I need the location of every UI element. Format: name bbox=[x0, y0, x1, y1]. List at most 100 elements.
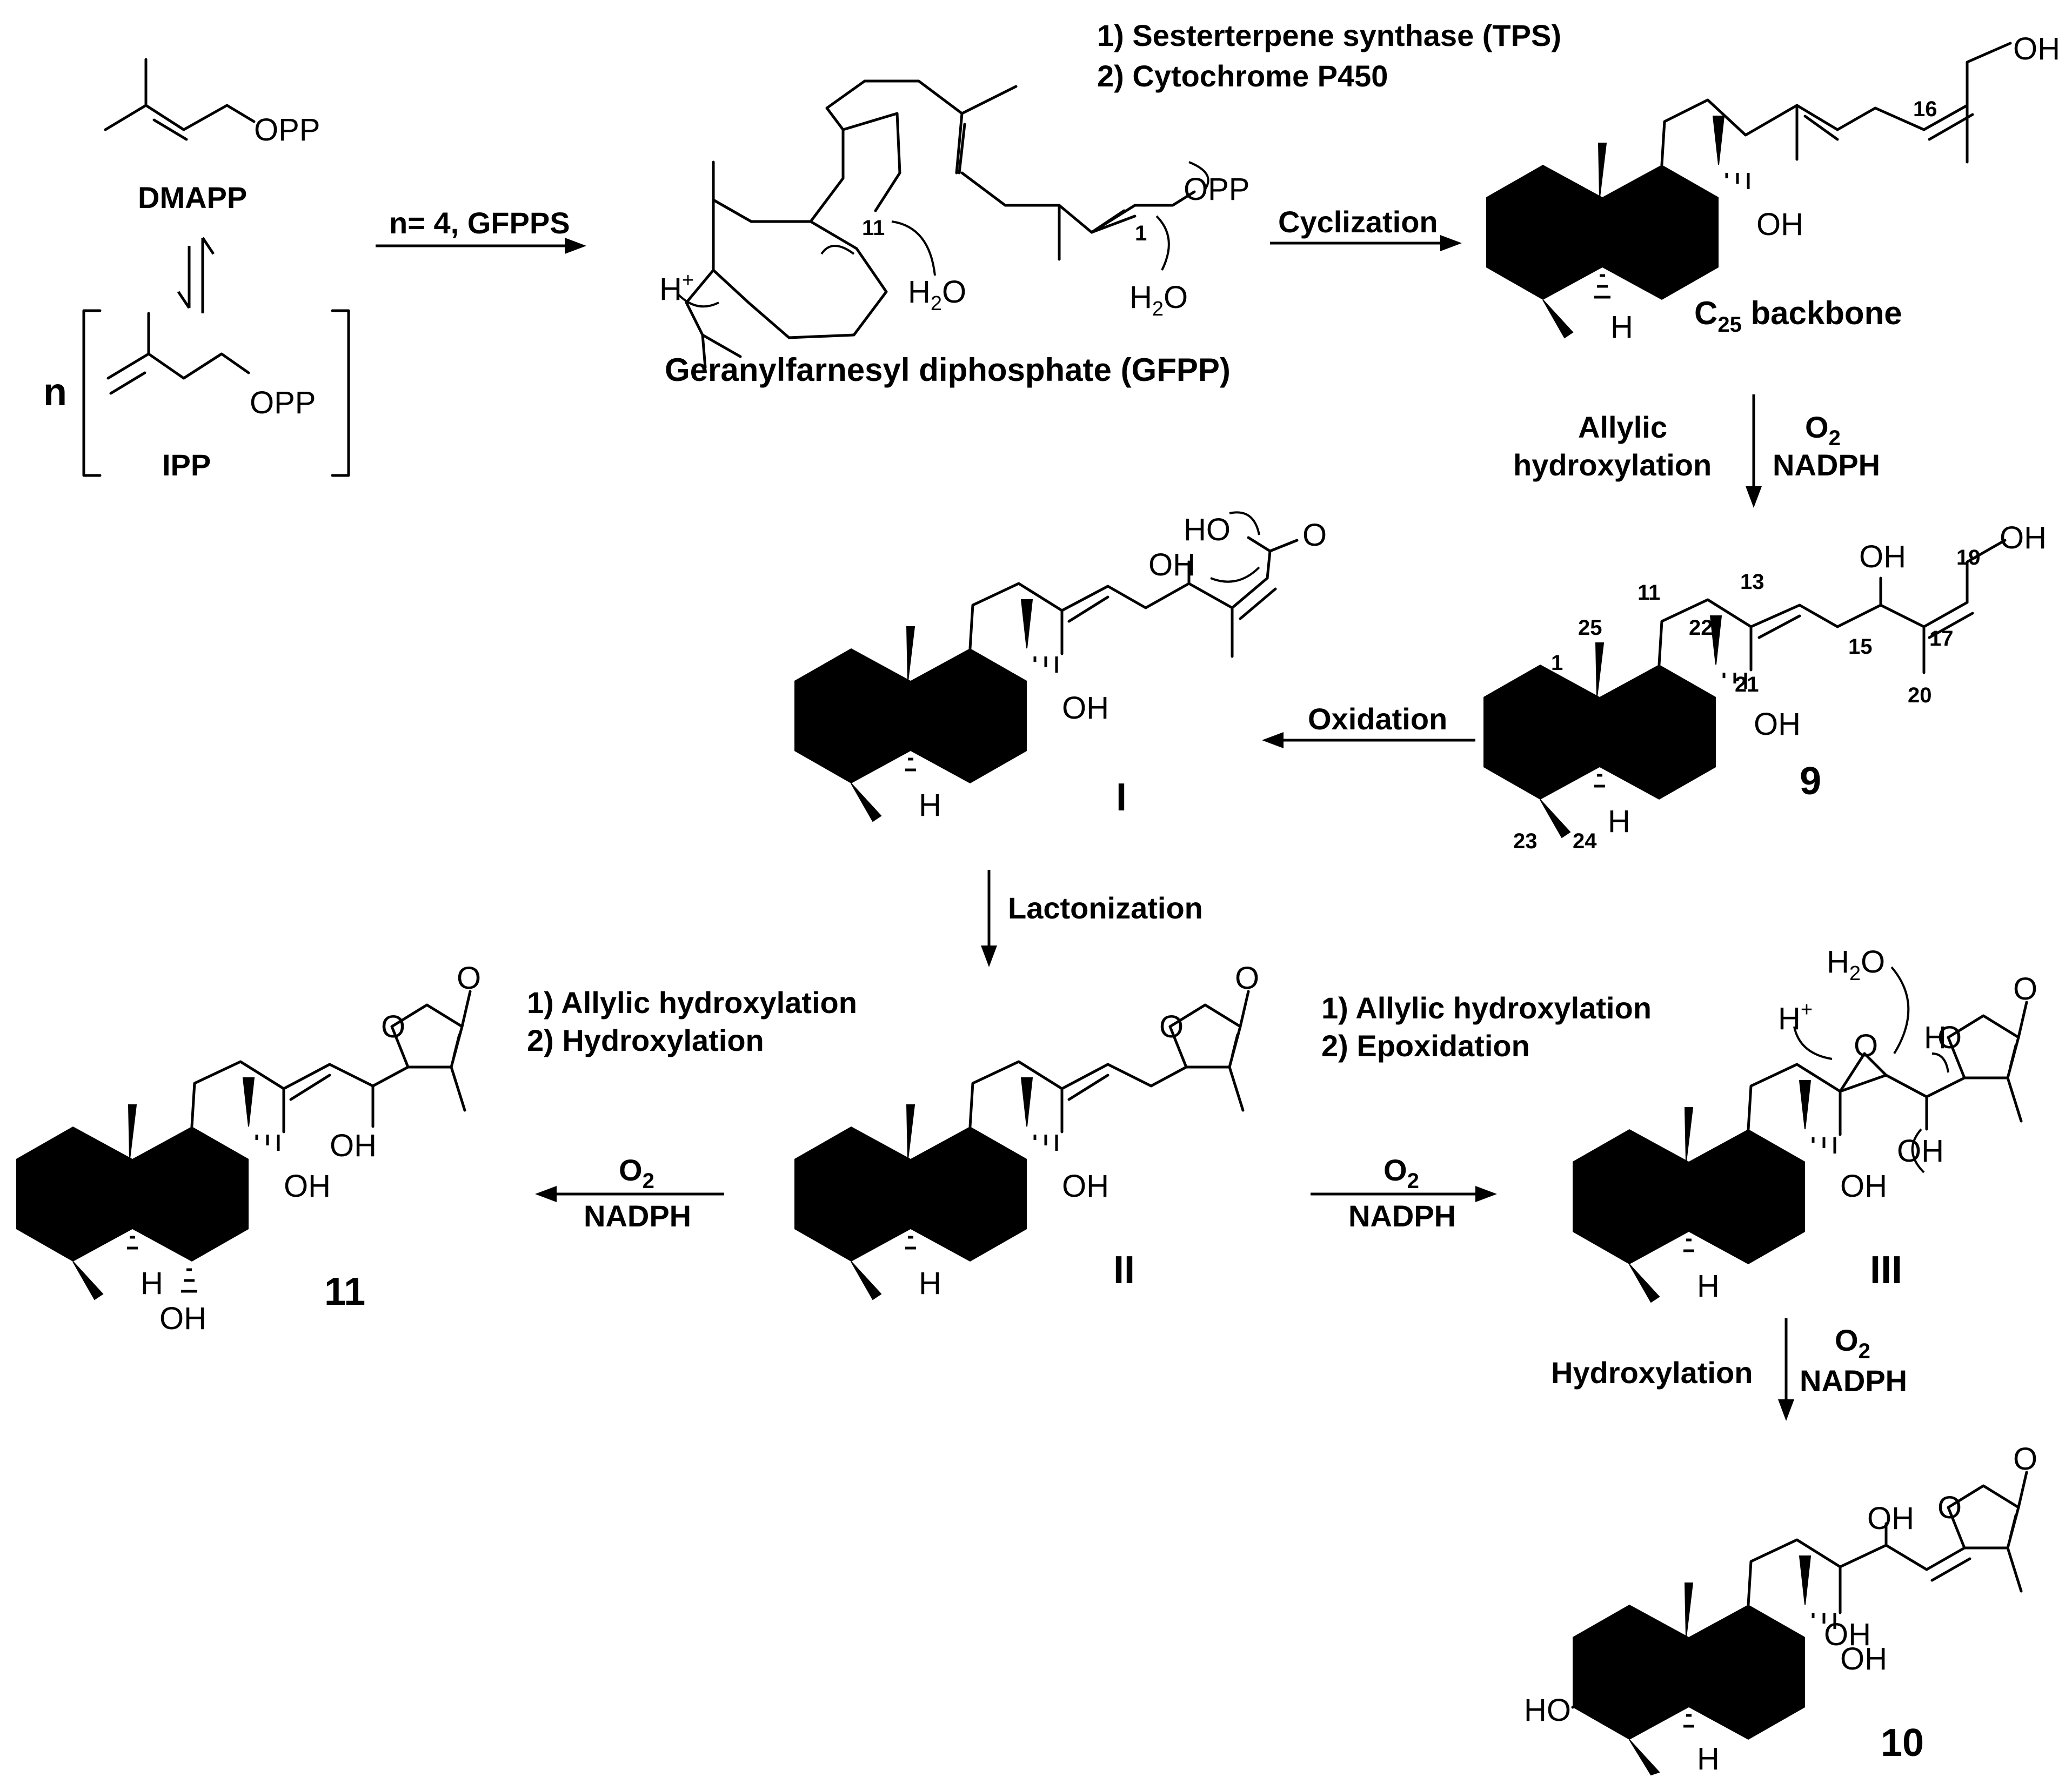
cIII-oh: OH bbox=[1840, 1169, 1887, 1204]
svg-text:10: 10 bbox=[1608, 694, 1632, 718]
ipp-n: n bbox=[43, 371, 67, 414]
c11-oh-side: OH bbox=[330, 1128, 377, 1163]
c11-o-ring: O bbox=[381, 1009, 405, 1044]
svg-text:24: 24 bbox=[1573, 829, 1597, 853]
step-allylic-a: Allylic bbox=[1578, 410, 1667, 444]
c25-stereo bbox=[1542, 116, 1725, 339]
cIII-oh-side: OH bbox=[1897, 1134, 1944, 1169]
c10-stereo bbox=[1629, 1555, 1812, 1776]
svg-text:5: 5 bbox=[1581, 729, 1593, 753]
cIII-structure bbox=[1573, 1001, 2028, 1297]
cIII-o-epox: O bbox=[1854, 1028, 1878, 1063]
c10-oh-top: OH bbox=[1867, 1501, 1914, 1536]
c11-stereo bbox=[72, 1077, 255, 1300]
c11-o-carb: O bbox=[457, 961, 481, 996]
step-oxidation: Oxidation bbox=[1308, 702, 1447, 736]
cII-label: II bbox=[1113, 1249, 1135, 1292]
arrow-cyclization bbox=[1270, 235, 1462, 251]
ipp-bracket bbox=[82, 309, 350, 477]
c25-oh-ring: OH bbox=[1756, 207, 1803, 242]
step-o2-1: O2 bbox=[1805, 410, 1841, 450]
gfpp-c1: 1 bbox=[1135, 222, 1147, 245]
step-o2-right: O2 bbox=[1383, 1153, 1419, 1193]
cI-oh: OH bbox=[1148, 547, 1195, 582]
step-right-2: 2) Epoxidation bbox=[1321, 1029, 1530, 1063]
cIII-hash bbox=[1683, 1137, 1836, 1252]
arrow-to-III bbox=[1311, 1186, 1497, 1202]
step-hydroxylation: Hydroxylation bbox=[1551, 1356, 1753, 1390]
c9-structure bbox=[1483, 539, 2007, 832]
step-left-1: 1) Allylic hydroxylation bbox=[527, 985, 857, 1020]
c25-c16: 16 bbox=[1913, 97, 1937, 121]
svg-text:20: 20 bbox=[1908, 683, 1932, 707]
arrow-oxidation bbox=[1262, 732, 1475, 748]
arrow-gfpps bbox=[376, 238, 586, 254]
gfpp-c11: 11 bbox=[862, 216, 885, 240]
svg-text:3: 3 bbox=[1519, 735, 1530, 759]
c9-label: 9 bbox=[1800, 760, 1821, 803]
gfpp-h2o-right: H2O bbox=[1129, 280, 1188, 320]
cIII-h-plus: H+ bbox=[1778, 998, 1813, 1036]
gfpp-h2o-left: H2O bbox=[908, 274, 966, 315]
cI-oh-ring: OH bbox=[1062, 690, 1109, 726]
c10-hash bbox=[1683, 1613, 1836, 1728]
gfpp-structure bbox=[685, 79, 1196, 369]
step-allylic-b: hydroxylation bbox=[1513, 448, 1712, 482]
cII-o-ring: O bbox=[1159, 1009, 1184, 1044]
cIII-curly-arrows bbox=[1793, 966, 1949, 1174]
svg-text:17: 17 bbox=[1929, 627, 1954, 651]
c10-ho: HO bbox=[1524, 1693, 1571, 1728]
c25-label: C25 backbone bbox=[1694, 295, 1902, 337]
cI-label: I bbox=[1116, 776, 1127, 819]
cIII-h-side: H bbox=[1924, 1020, 1947, 1055]
dmapp-structure bbox=[104, 58, 256, 141]
c9-oh-8: OH bbox=[1754, 707, 1801, 742]
arrow-allylic bbox=[1746, 394, 1762, 508]
arrow-lactonization bbox=[981, 870, 997, 967]
cII-o-carb: O bbox=[1235, 961, 1259, 996]
cI-ho: HO bbox=[1184, 512, 1231, 547]
c9-numbering: 1 3 5 6 8 10 11 13 15 17 19 20 21 22 23 … bbox=[1513, 546, 1981, 853]
cII-oh: OH bbox=[1062, 1169, 1109, 1204]
svg-text:22: 22 bbox=[1689, 616, 1713, 640]
cI-hash bbox=[905, 656, 1058, 772]
cI-stereo bbox=[851, 599, 1033, 822]
step-right-1: 1) Allylic hydroxylation bbox=[1321, 991, 1652, 1025]
svg-text:13: 13 bbox=[1740, 570, 1764, 594]
step-o2-left: O2 bbox=[619, 1153, 654, 1193]
c10-h: H bbox=[1697, 1741, 1720, 1776]
c11-hash bbox=[127, 1135, 280, 1293]
cI-h: H bbox=[919, 788, 941, 823]
step-nadph-left: NADPH bbox=[584, 1199, 691, 1233]
step-gfpps: n= 4, GFPPS bbox=[389, 206, 570, 240]
c25-structure bbox=[1486, 42, 2012, 332]
c11-oh-ring: OH bbox=[284, 1169, 331, 1204]
svg-text:8: 8 bbox=[1697, 697, 1709, 721]
c9-hash bbox=[1594, 673, 1747, 788]
dmapp-label: DMAPP bbox=[138, 180, 247, 214]
step-tps-1: 1) Sesterterpene synthase (TPS) bbox=[1097, 18, 1561, 52]
gfpp-opp: OPP bbox=[1184, 172, 1250, 207]
cIII-o-ring: O bbox=[1937, 1020, 1962, 1055]
c10-o-carb: O bbox=[2013, 1441, 2037, 1477]
c10-oh-mid: OH bbox=[1824, 1617, 1871, 1652]
arrow-hydroxylation bbox=[1778, 1318, 1794, 1421]
c9-oh-top: OH bbox=[1859, 539, 1906, 574]
cIII-label: III bbox=[1870, 1249, 1902, 1292]
cII-h: H bbox=[919, 1266, 941, 1301]
step-nadph-1: NADPH bbox=[1773, 448, 1880, 482]
c10-oh-ring: OH bbox=[1840, 1641, 1887, 1677]
svg-text:1: 1 bbox=[1551, 651, 1563, 675]
ipp-label: IPP bbox=[162, 448, 211, 482]
dmapp-opp: OPP bbox=[254, 112, 320, 147]
cIII-stereo bbox=[1629, 1080, 1812, 1303]
step-left-2: 2) Hydroxylation bbox=[527, 1023, 764, 1057]
gfpp-label: Geranylfarnesyl diphosphate (GFPP) bbox=[665, 352, 1231, 388]
gfpp-h-plus: H+ bbox=[659, 269, 694, 307]
cII-structure bbox=[794, 990, 1250, 1294]
ipp-opp: OPP bbox=[250, 385, 316, 420]
cI-curly-arrows bbox=[1210, 511, 1260, 583]
arrow-to-11 bbox=[535, 1186, 724, 1202]
c10-o-ring: O bbox=[1937, 1490, 1962, 1525]
step-nadph-bottom: NADPH bbox=[1800, 1364, 1907, 1398]
